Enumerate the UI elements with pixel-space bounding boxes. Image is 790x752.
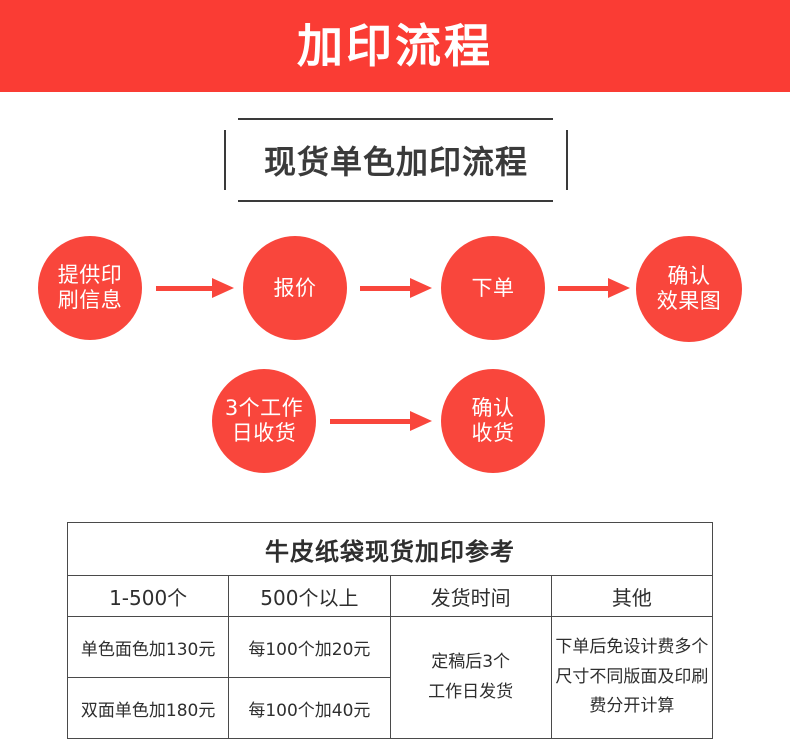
table-header-other: 其他 [550, 575, 714, 617]
table-row: 双面单色加180元 每100个加40元 [66, 677, 713, 739]
flow-arrow-icon-4 [330, 408, 432, 434]
cell-shipping-time-text: 定稿后3个 工作日发货 [428, 651, 514, 702]
flow-step-label: 3个工作 日收货 [224, 396, 304, 445]
arrow-shaft [330, 419, 410, 424]
cell-single-side-price: 单色面色加130元 [66, 616, 230, 678]
section-subtitle: 现货单色加印流程 [263, 143, 528, 181]
cell-double-side-bulk-price: 每100个加40元 [228, 677, 391, 739]
subtitle-rule-bottom [238, 200, 553, 202]
flow-step-label: 确认 效果图 [656, 264, 722, 313]
flow-step-label: 提供印 刷信息 [57, 263, 123, 312]
arrow-shaft [558, 286, 608, 291]
table-header-qty-1-500: 1-500个 [66, 575, 230, 617]
subtitle-frame: 现货单色加印流程 [224, 118, 568, 202]
table-header-row: 1-500个 500个以上 发货时间 其他 [66, 575, 714, 617]
arrow-shaft [156, 286, 212, 291]
arrow-head [608, 278, 630, 298]
header-banner: 加印流程 [0, 0, 790, 92]
price-reference-table: 牛皮纸袋现货加印参考 1-500个 500个以上 发货时间 其他 单色面色加13… [66, 522, 714, 739]
flow-step-label: 报价 [273, 275, 317, 300]
arrow-shaft [360, 286, 410, 291]
flow-arrow-icon-2 [360, 275, 432, 301]
table-header-qty-over-500: 500个以上 [228, 575, 391, 617]
flow-arrow-icon-1 [156, 275, 234, 301]
table-title: 牛皮纸袋现货加印参考 [67, 522, 713, 576]
page-title: 加印流程 [297, 19, 493, 73]
arrow-head [212, 278, 234, 298]
subtitle-rule-left [224, 130, 226, 190]
flow-step-provide-print-info[interactable]: 提供印 刷信息 [38, 236, 142, 340]
arrow-head [410, 411, 432, 431]
cell-double-side-price: 双面单色加180元 [66, 677, 230, 739]
cell-single-side-bulk-price: 每100个加20元 [228, 616, 391, 678]
subtitle-rule-right [566, 130, 568, 190]
table-header-shipping-time: 发货时间 [389, 575, 552, 617]
cell-other-notes-text: 下单后免设计费多个 尺寸不同版面及印刷 费分开计算 [555, 636, 709, 717]
flow-step-place-order[interactable]: 下单 [441, 236, 545, 340]
flow-step-confirm-receipt[interactable]: 确认 收货 [441, 369, 545, 473]
flow-arrow-icon-3 [558, 275, 630, 301]
flow-step-three-day-delivery[interactable]: 3个工作 日收货 [212, 369, 316, 473]
table-row: 单色面色加130元 每100个加20元 定稿后3个 工作日发货 下单后免设计费多… [66, 616, 714, 739]
flow-step-confirm-proof[interactable]: 确认 效果图 [636, 236, 742, 342]
subtitle-rule-top [238, 118, 553, 120]
cell-other-notes: 下单后免设计费多个 尺寸不同版面及印刷 费分开计算 [550, 616, 714, 739]
flow-step-label: 确认 收货 [471, 396, 515, 445]
flow-step-quotation[interactable]: 报价 [243, 236, 347, 340]
flow-step-label: 下单 [471, 275, 515, 300]
arrow-head [410, 278, 432, 298]
price-reference-table-wrap: 牛皮纸袋现货加印参考 1-500个 500个以上 发货时间 其他 单色面色加13… [66, 522, 714, 739]
cell-shipping-time: 定稿后3个 工作日发货 [389, 616, 552, 739]
table-title-row: 牛皮纸袋现货加印参考 [67, 522, 713, 576]
